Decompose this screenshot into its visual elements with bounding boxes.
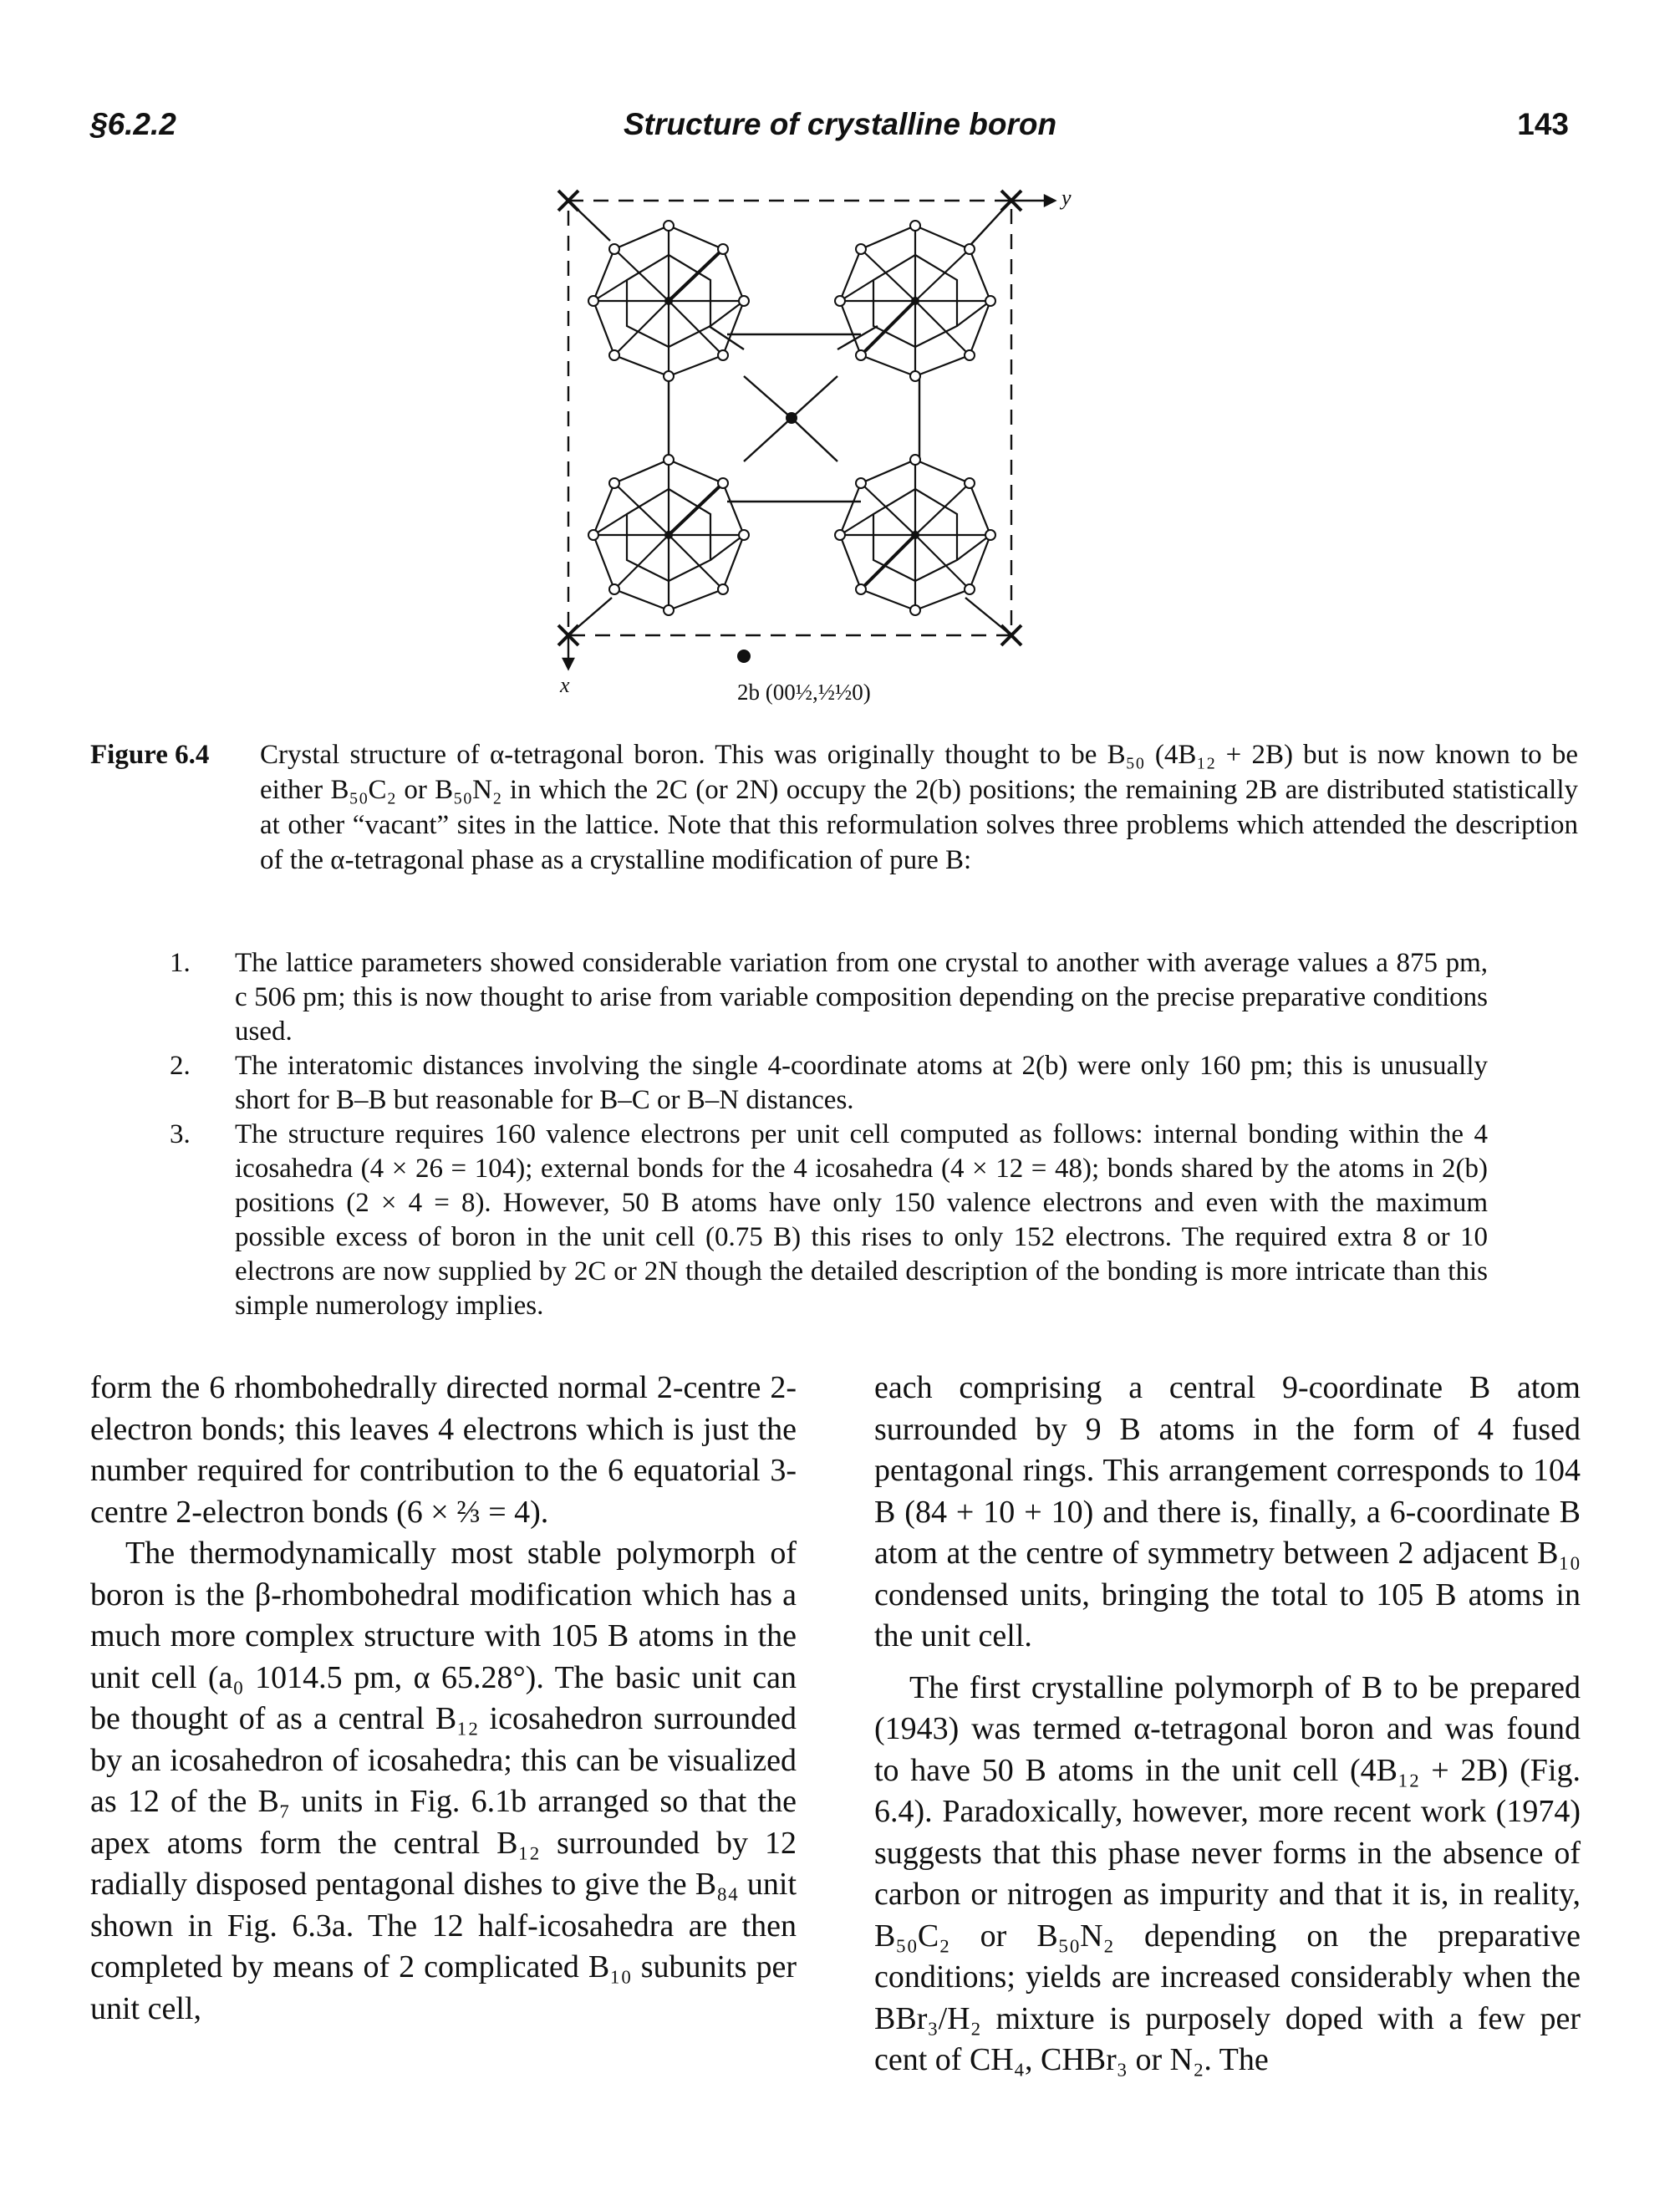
caption-list-item: 1.The lattice parameters showed consider…	[170, 948, 1488, 1047]
unit-cell-outline	[567, 199, 1013, 637]
boron-atoms	[588, 220, 996, 616]
left-paragraph-2: The thermodynamically most stable polymo…	[90, 1536, 797, 2026]
caption-list: 1.The lattice parameters showed consider…	[170, 946, 1488, 1323]
y-axis-label: y	[1059, 186, 1072, 210]
caption-label: Figure 6.4	[90, 740, 210, 770]
crystal-structure-figure: y x 2b (00½,½½0)	[543, 176, 1095, 719]
left-column: form the 6 rhombohedrally directed norma…	[90, 1368, 797, 2030]
right-paragraph-2: The first crystalline polymorph of B to …	[874, 1669, 1581, 2078]
caption-list-item: 2.The interatomic distances involving th…	[170, 1051, 1488, 1115]
legend-dot	[737, 650, 751, 663]
running-title: Structure of crystalline boron	[623, 107, 1057, 141]
y-axis-arrowhead	[1043, 194, 1057, 207]
caption-list-item: 3.The structure requires 160 valence ele…	[170, 1119, 1488, 1321]
corner-atoms	[557, 189, 1023, 647]
page-number: 143	[1517, 107, 1569, 141]
icosahedron-top-right	[838, 224, 992, 378]
2b-position-label: 2b (00½,½½0)	[737, 680, 871, 705]
right-paragraph-1: each comprising a central 9-coordinate B…	[874, 1370, 1581, 1653]
left-paragraph-1: form the 6 rhombohedrally directed norma…	[90, 1370, 797, 1530]
x-axis-label: x	[559, 673, 570, 697]
section-number: §6.2.2	[90, 107, 176, 141]
central-atoms	[664, 297, 919, 539]
2b-site-atom	[786, 412, 797, 424]
running-header: §6.2.2 Structure of crystalline boron 14…	[0, 107, 1680, 149]
right-column: each comprising a central 9-coordinate B…	[874, 1368, 1581, 2081]
x-axis-arrowhead	[562, 657, 575, 671]
caption-text: Crystal structure of α-tetragonal boron.…	[260, 740, 1578, 875]
alpha-tetragonal-boron-diagram: y x 2b (00½,½½0)	[557, 186, 1072, 705]
